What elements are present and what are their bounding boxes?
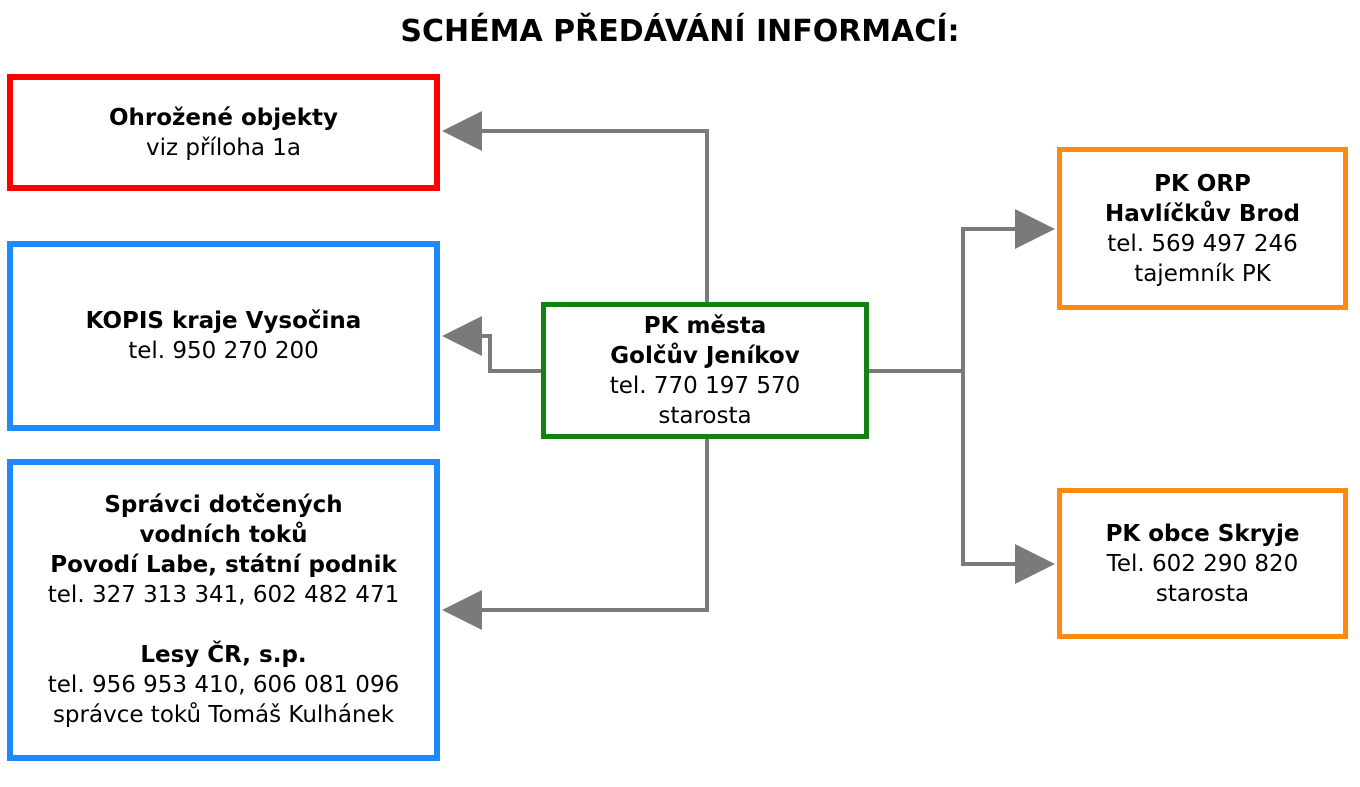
povodi-labe-phone: tel. 327 313 341, 602 482 471 bbox=[47, 582, 400, 608]
orp-title-2: Havlíčkův Brod bbox=[1105, 200, 1300, 227]
city-crisis-staff-title-1: PK města bbox=[643, 312, 767, 339]
skryje-phone: Tel. 602 290 820 bbox=[1106, 550, 1299, 577]
skryje-crisis-staff-box: PK obce Skryje Tel. 602 290 820 starosta bbox=[1057, 488, 1348, 639]
skryje-role: starosta bbox=[1155, 580, 1250, 607]
city-crisis-staff-role: starosta bbox=[658, 402, 752, 429]
lesy-cr-phone: tel. 956 953 410, 606 081 096 bbox=[47, 672, 400, 698]
connector-to-orp bbox=[961, 209, 1055, 371]
city-crisis-staff-title-2: Golčův Jeníkov bbox=[610, 342, 800, 369]
orp-title-1: PK ORP bbox=[1154, 170, 1251, 197]
kopis-title: KOPIS kraje Vysočina bbox=[85, 308, 362, 334]
kopis-phone: tel. 950 270 200 bbox=[128, 338, 319, 364]
connector-to-threatened bbox=[442, 111, 709, 302]
threatened-objects-box: Ohrožené objekty viz příloha 1a bbox=[7, 74, 440, 191]
skryje-title: PK obce Skryje bbox=[1105, 520, 1300, 547]
threatened-objects-note: viz příloha 1a bbox=[145, 134, 301, 161]
water-managers-title-2: vodních toků bbox=[139, 522, 308, 548]
povodi-labe-title: Povodí Labe, státní podnik bbox=[50, 552, 397, 578]
connector-to-skryje bbox=[961, 371, 1055, 584]
lesy-cr-title: Lesy ČR, s.p. bbox=[140, 642, 307, 668]
city-crisis-staff-box: PK města Golčův Jeníkov tel. 770 197 570… bbox=[541, 302, 869, 439]
connector-to-kopis bbox=[442, 316, 541, 373]
lesy-cr-contact: správce toků Tomáš Kulhánek bbox=[52, 702, 395, 728]
orp-phone: tel. 569 497 246 bbox=[1107, 230, 1298, 257]
kopis-box: KOPIS kraje Vysočina tel. 950 270 200 bbox=[7, 241, 440, 431]
orp-role: tajemník PK bbox=[1134, 260, 1271, 287]
connector-to-water bbox=[442, 439, 709, 630]
threatened-objects-title: Ohrožené objekty bbox=[108, 104, 339, 131]
city-crisis-staff-phone: tel. 770 197 570 bbox=[609, 372, 801, 399]
orp-crisis-staff-box: PK ORP Havlíčkův Brod tel. 569 497 246 t… bbox=[1057, 147, 1348, 310]
water-managers-box: Správci dotčených vodních toků Povodí La… bbox=[7, 459, 440, 761]
water-managers-title-1: Správci dotčených bbox=[104, 492, 343, 518]
diagram-title: SCHÉMA PŘEDÁVÁNÍ INFORMACÍ: bbox=[400, 14, 960, 49]
